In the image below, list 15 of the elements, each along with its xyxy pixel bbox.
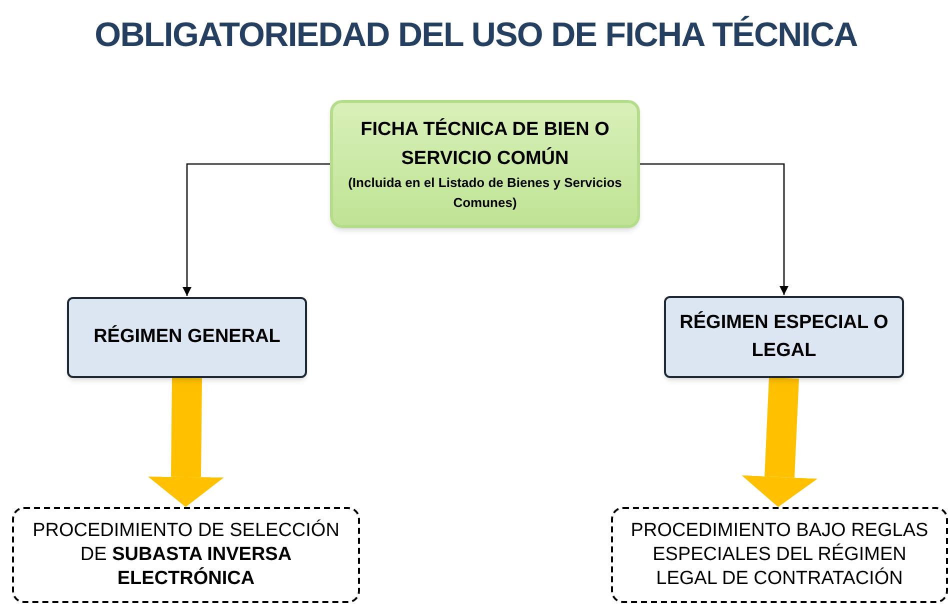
- procedure-box: [611, 507, 948, 603]
- title: OBLIGATORIEDAD DEL USO DE FICHA TÉCNICA: [94, 14, 858, 56]
- node-label: PROCEDIMIENTO BAJO REGLAS ESPECIALES DEL RÉGIMEN LEGAL DE CONTRATACIÓN: [630, 519, 930, 591]
- node-note: (Incluida en el Listado de Bienes y Servicios Comunes): [347, 174, 623, 212]
- procedure-box: [12, 507, 360, 603]
- category-box: [330, 100, 640, 228]
- node-label: RÉGIMEN ESPECIAL O LEGAL: [678, 310, 890, 363]
- regime-box: [67, 297, 307, 378]
- node-label: RÉGIMEN GENERAL: [94, 324, 280, 350]
- node-label: FICHA TÉCNICA DE BIEN O SERVICIO COMÚN: [360, 117, 610, 170]
- regime-box: [664, 296, 904, 378]
- connector-arrow: [182, 163, 330, 296]
- connector-arrow: [640, 163, 789, 295]
- block-arrow: [148, 378, 224, 507]
- node-label: PROCEDIMIENTO DE SELECCIÓN DE SUBASTA INVERSA ELECTRÓNICA: [32, 519, 340, 591]
